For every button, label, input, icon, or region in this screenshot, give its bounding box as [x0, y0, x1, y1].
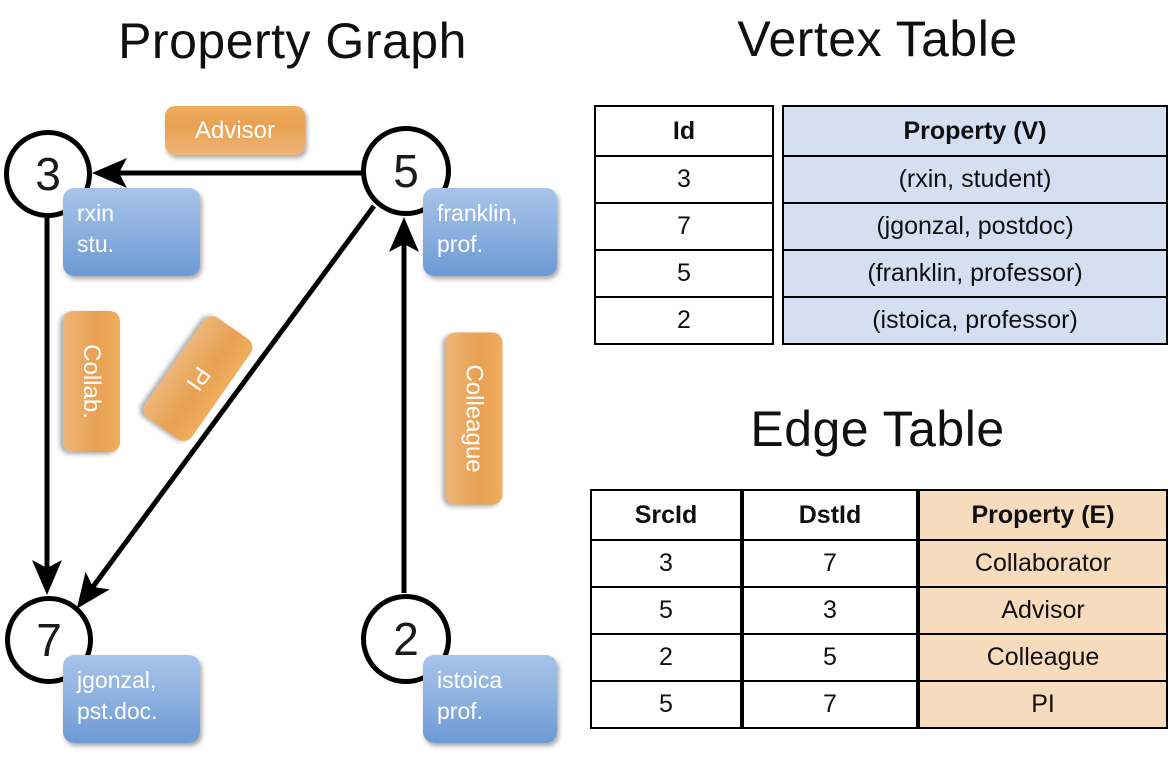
edge-label-colleague[interactable]: Colleague	[445, 332, 503, 505]
vertex-circle-5[interactable]: 5	[361, 126, 451, 216]
edge-table-srcid-column: SrcId 3 5 2 5	[590, 489, 742, 729]
vertex-property-cell: (istoica, professor)	[782, 296, 1168, 345]
vertex-property-cell: (franklin, professor)	[782, 249, 1168, 298]
table-header-row: Property (E)	[918, 489, 1168, 541]
edge-dstid-cell: 7	[742, 680, 918, 729]
vertex-property-box-2[interactable]: istoica prof.	[423, 655, 557, 743]
edge-srcid-cell: 2	[590, 633, 742, 682]
vertex-table-property-column: Property (V) (rxin, student) (jgonzal, p…	[782, 105, 1168, 345]
edge-table-dstid-column: DstId 7 3 5 7	[742, 489, 918, 729]
vertex-circle-2[interactable]: 2	[361, 594, 451, 684]
table-row: 2	[594, 296, 774, 345]
table-header-row: SrcId	[590, 489, 742, 541]
vertex-id-cell: 3	[594, 155, 774, 204]
edge-table-header-srcid: SrcId	[590, 489, 742, 541]
table-row: 5	[594, 249, 774, 298]
vertex-property-box-5[interactable]: franklin, prof.	[423, 188, 557, 276]
vertex-property-box-3[interactable]: rxin stu.	[63, 188, 200, 276]
edge-dstid-cell: 7	[742, 539, 918, 588]
vertex-id-cell: 2	[594, 296, 774, 345]
edge-dstid-cell: 3	[742, 586, 918, 635]
edge-5-to-7-pi	[76, 204, 377, 609]
table-header-row: Property (V)	[782, 105, 1168, 157]
vertex-id-cell: 5	[594, 249, 774, 298]
table-header-row: DstId	[742, 489, 918, 541]
edge-property-cell: Collaborator	[918, 539, 1168, 588]
table-row: 7	[742, 539, 918, 588]
vertex-id-cell: 7	[594, 202, 774, 251]
table-row: 7	[594, 202, 774, 251]
vertex-property-role-3: stu.	[77, 231, 115, 258]
edge-srcid-cell: 5	[590, 680, 742, 729]
edge-srcid-cell: 3	[590, 539, 742, 588]
table-row: 2	[590, 633, 742, 682]
edge-dstid-cell: 5	[742, 633, 918, 682]
vertex-property-name-7: jgonzal,	[77, 667, 157, 693]
edge-table-header-property: Property (E)	[918, 489, 1168, 541]
vertex-table-header-id: Id	[594, 105, 774, 157]
edge-table-property-column: Property (E) Collaborator Advisor Collea…	[918, 489, 1168, 729]
table-row: Collaborator	[918, 539, 1168, 588]
table-row: Advisor	[918, 586, 1168, 635]
table-row: 5	[590, 586, 742, 635]
table-row: (jgonzal, postdoc)	[782, 202, 1168, 251]
vertex-property-cell: (rxin, student)	[782, 155, 1168, 204]
page-title-edge-table: Edge Table	[750, 401, 1005, 457]
page-title-property-graph: Property Graph	[118, 13, 467, 69]
page-title-vertex-table: Vertex Table	[737, 11, 1018, 67]
table-row: 7	[742, 680, 918, 729]
table-header-row: Id	[594, 105, 774, 157]
vertex-property-role-7: pst.doc.	[77, 698, 158, 725]
edge-srcid-cell: 5	[590, 586, 742, 635]
vertex-property-cell: (jgonzal, postdoc)	[782, 202, 1168, 251]
table-row: Colleague	[918, 633, 1168, 682]
edge-label-collab[interactable]: Collab.	[63, 311, 120, 452]
edge-table-header-dstid: DstId	[742, 489, 918, 541]
vertex-table-id-column: Id 3 7 5 2	[594, 105, 774, 345]
edge-property-cell: PI	[918, 680, 1168, 729]
vertex-property-role-5: prof.	[437, 231, 484, 258]
edge-property-cell: Advisor	[918, 586, 1168, 635]
vertex-property-role-2: prof.	[437, 698, 484, 725]
table-row: 5	[742, 633, 918, 682]
table-row: (rxin, student)	[782, 155, 1168, 204]
table-row: (franklin, professor)	[782, 249, 1168, 298]
edge-label-advisor[interactable]: Advisor	[165, 106, 305, 155]
table-row: 3	[590, 539, 742, 588]
property-graph-diagram: 3 5 7 2 rxin stu. franklin, prof. jgonza…	[4, 106, 557, 743]
vertex-property-name-5: franklin,	[437, 200, 518, 226]
vertex-property-box-7[interactable]: jgonzal, pst.doc.	[63, 655, 200, 743]
table-row: (istoica, professor)	[782, 296, 1168, 345]
vertex-property-name-2: istoica	[437, 667, 503, 693]
graph-edges-svg	[32, 158, 419, 609]
table-row: 5	[590, 680, 742, 729]
vertex-table-header-property: Property (V)	[782, 105, 1168, 157]
edge-property-cell: Colleague	[918, 633, 1168, 682]
table-row: 3	[594, 155, 774, 204]
table-row: PI	[918, 680, 1168, 729]
vertex-property-name-3: rxin	[77, 200, 115, 226]
table-row: 3	[742, 586, 918, 635]
